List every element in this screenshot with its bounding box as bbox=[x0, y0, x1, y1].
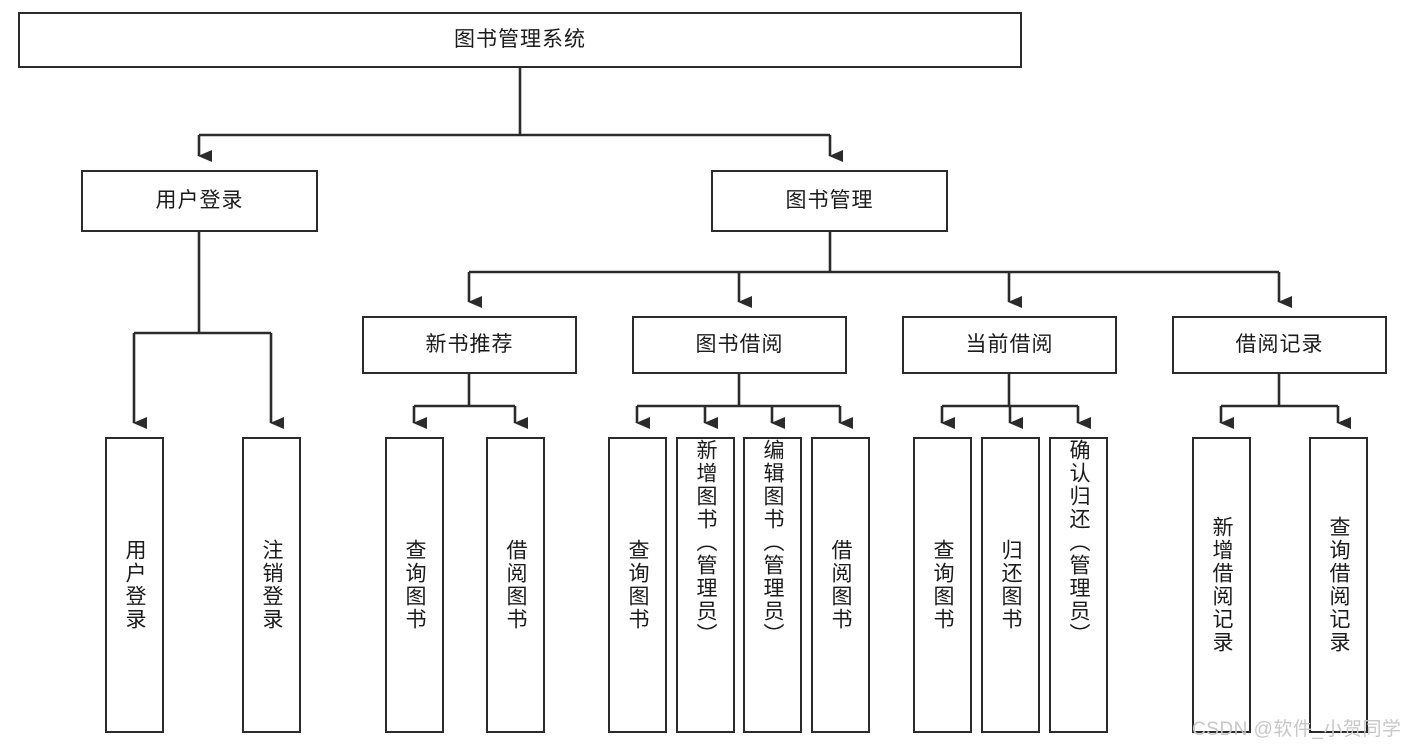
node-label: 查询图书 bbox=[931, 539, 954, 631]
leaf-borrow-book-recommend[interactable]: 借阅图书 bbox=[486, 437, 545, 733]
node-book-management-system[interactable]: 图书管理系统 bbox=[18, 12, 1022, 68]
node-label: 图书管理系统 bbox=[454, 27, 586, 51]
node-label: 借阅图书 bbox=[504, 539, 527, 631]
leaf-query-book-recommend[interactable]: 查询图书 bbox=[385, 437, 444, 733]
node-label: 查询借阅记录 bbox=[1327, 516, 1350, 654]
node-label: 图书管理 bbox=[785, 188, 874, 212]
node-label: 用户登录 bbox=[123, 539, 146, 631]
edges-bookborrow-to-leaves bbox=[635, 374, 853, 429]
edges-newbook-to-leaves bbox=[412, 374, 528, 429]
leaf-query-book-borrow[interactable]: 查询图书 bbox=[608, 437, 667, 733]
leaf-user-login[interactable]: 用户登录 bbox=[105, 437, 164, 733]
node-label: 归还图书 bbox=[999, 539, 1022, 631]
node-label: 注销登录 bbox=[260, 539, 283, 631]
leaf-add-book-admin[interactable]: 新增图书（管理员） bbox=[676, 437, 735, 733]
node-label: 借阅图书 bbox=[829, 539, 852, 631]
node-label: 当前借阅 bbox=[965, 332, 1054, 356]
node-label: 图书借阅 bbox=[695, 332, 784, 356]
node-label: 借阅记录 bbox=[1235, 332, 1324, 356]
node-label: 查询图书 bbox=[626, 539, 649, 631]
leaf-return-book[interactable]: 归还图书 bbox=[981, 437, 1040, 733]
node-label: 新书推荐 bbox=[425, 332, 514, 356]
node-current-borrow[interactable]: 当前借阅 bbox=[902, 316, 1117, 374]
node-label: 编辑图书（管理员） bbox=[761, 439, 784, 646]
leaf-query-borrow-record[interactable]: 查询借阅记录 bbox=[1309, 437, 1368, 733]
node-label: 用户登录 bbox=[155, 188, 244, 212]
node-book-borrow[interactable]: 图书借阅 bbox=[632, 316, 847, 374]
leaf-edit-book-admin[interactable]: 编辑图书（管理员） bbox=[743, 437, 802, 733]
edges-borrowrecord-to-leaves bbox=[1219, 374, 1351, 429]
node-user-login[interactable]: 用户登录 bbox=[81, 170, 318, 232]
edges-userlogin-to-leaves bbox=[132, 232, 284, 429]
leaf-borrow-book[interactable]: 借阅图书 bbox=[811, 437, 870, 733]
node-label: 确认归还（管理员） bbox=[1067, 439, 1090, 646]
edges-root-to-level2 bbox=[197, 67, 843, 162]
leaf-add-borrow-record[interactable]: 新增借阅记录 bbox=[1192, 437, 1251, 733]
edges-bookmgmt-to-level3 bbox=[467, 232, 1292, 308]
leaf-confirm-return-admin[interactable]: 确认归还（管理员） bbox=[1049, 437, 1108, 733]
node-new-book-recommend[interactable]: 新书推荐 bbox=[362, 316, 577, 374]
edges-currentborrow-to-leaves bbox=[940, 374, 1091, 429]
node-book-management[interactable]: 图书管理 bbox=[711, 170, 948, 232]
node-label: 新增图书（管理员） bbox=[694, 439, 717, 646]
node-label: 查询图书 bbox=[403, 539, 426, 631]
csdn-watermark: CSDN @软件_小贺同学 bbox=[1192, 719, 1402, 740]
leaf-logout-login[interactable]: 注销登录 bbox=[242, 437, 301, 733]
leaf-query-book-current[interactable]: 查询图书 bbox=[913, 437, 972, 733]
node-label: 新增借阅记录 bbox=[1210, 516, 1233, 654]
node-borrow-record[interactable]: 借阅记录 bbox=[1172, 316, 1387, 374]
